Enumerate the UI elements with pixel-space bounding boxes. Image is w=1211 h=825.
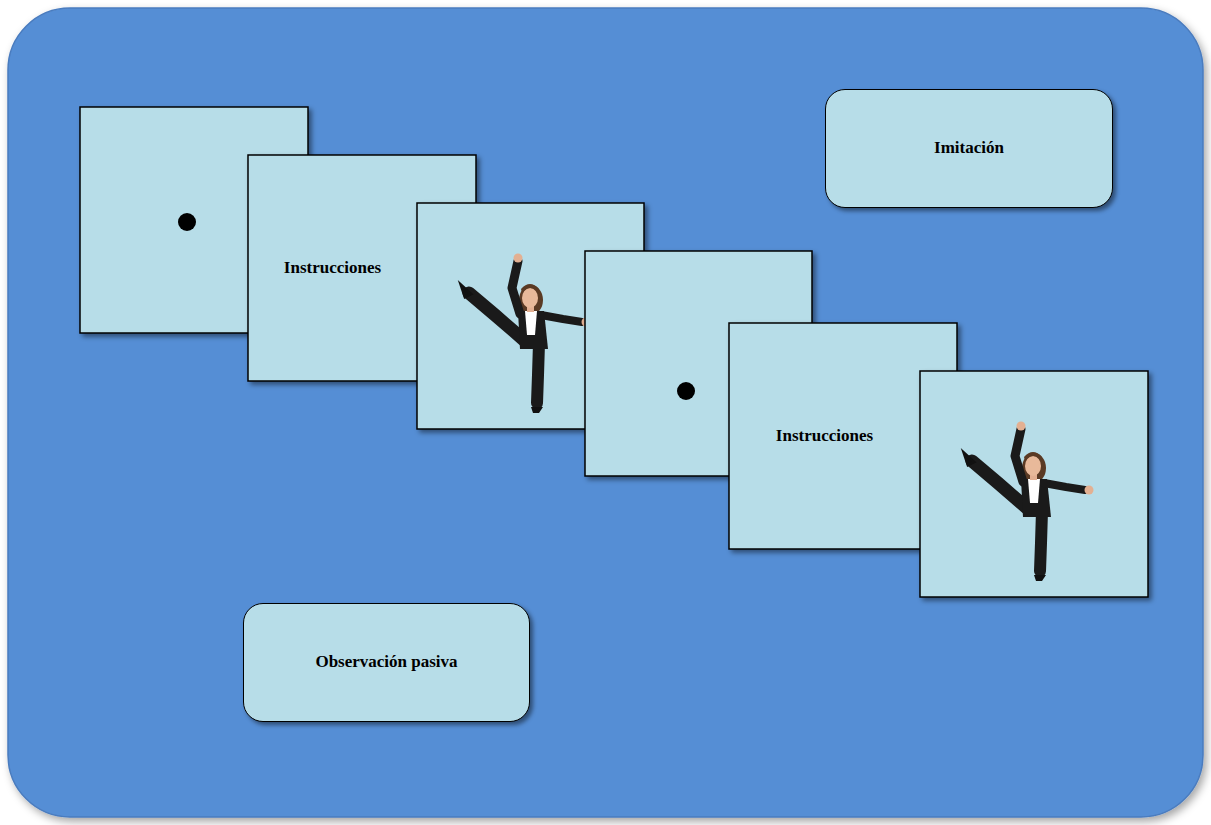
condition-label: Observación pasiva — [243, 603, 530, 722]
instruction-panel: Instrucciones — [729, 323, 957, 549]
stimulus-panel — [920, 371, 1148, 597]
condition-label: Imitación — [825, 89, 1113, 208]
node-text: Instrucciones — [284, 258, 381, 278]
node-text: Imitación — [934, 138, 1004, 158]
fixation-dot — [178, 213, 196, 231]
background-panel — [8, 8, 1203, 817]
instruction-panel: Instrucciones — [248, 155, 476, 381]
dancer-figure — [461, 254, 591, 414]
node-text: Observación pasiva — [315, 652, 457, 672]
fixation-dot — [677, 382, 695, 400]
node-text: Instrucciones — [776, 426, 873, 446]
dancer-figure — [964, 422, 1094, 582]
